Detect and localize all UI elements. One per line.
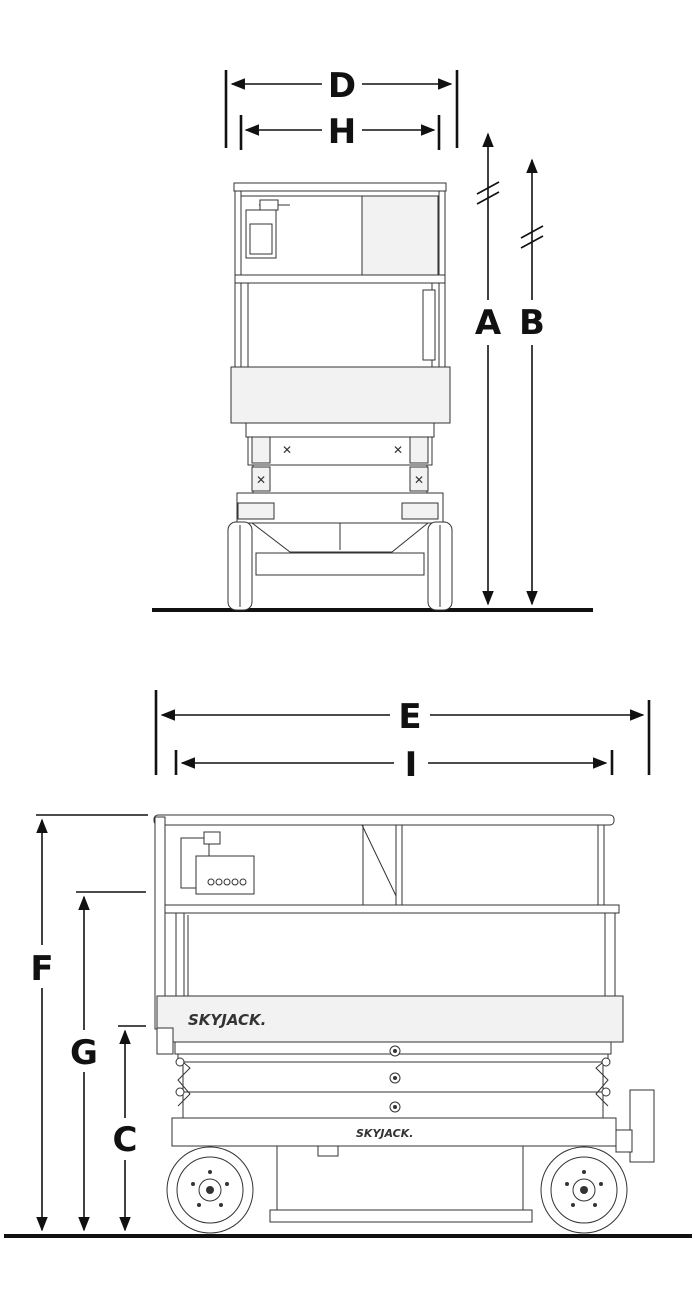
label-a: A [475,303,502,343]
dimension-c: C [113,1025,146,1232]
base-logo: SKYJACK. [356,1127,413,1140]
dimension-b: B [519,158,545,606]
dimension-f: F [30,814,148,1232]
side-platform-panel [156,995,624,1043]
front-platform-panel [230,366,451,424]
svg-text:✕: ✕ [414,473,424,487]
label-e: E [398,697,421,737]
svg-text:✕: ✕ [256,473,266,487]
label-d: D [328,66,356,106]
label-f: F [30,949,53,989]
label-b: B [519,303,545,343]
side-machine: SKYJACK. SKYJACK. [153,814,655,1234]
dimension-i: I [174,745,614,785]
front-view: D H A B [152,66,593,612]
side-front-wheel [166,1146,254,1234]
svg-text:✕: ✕ [393,443,403,457]
dimension-d: D [224,66,459,148]
label-c: C [113,1120,138,1160]
front-machine: ✕ ✕ ✕ ✕ [227,182,453,611]
label-h: H [328,112,356,152]
dimension-e: E [154,690,651,775]
svg-text:✕: ✕ [282,443,292,457]
platform-logo: SKYJACK. [188,1011,266,1029]
dimension-a: A [475,132,502,606]
dimension-h: H [239,112,441,152]
side-rear-wheel [540,1146,628,1234]
dimension-g: G [70,891,146,1232]
label-i: I [405,745,418,785]
label-g: G [70,1033,98,1073]
control-box-icon [245,199,290,259]
side-view: E I F G C [4,690,692,1238]
side-control-box-icon [180,831,255,895]
